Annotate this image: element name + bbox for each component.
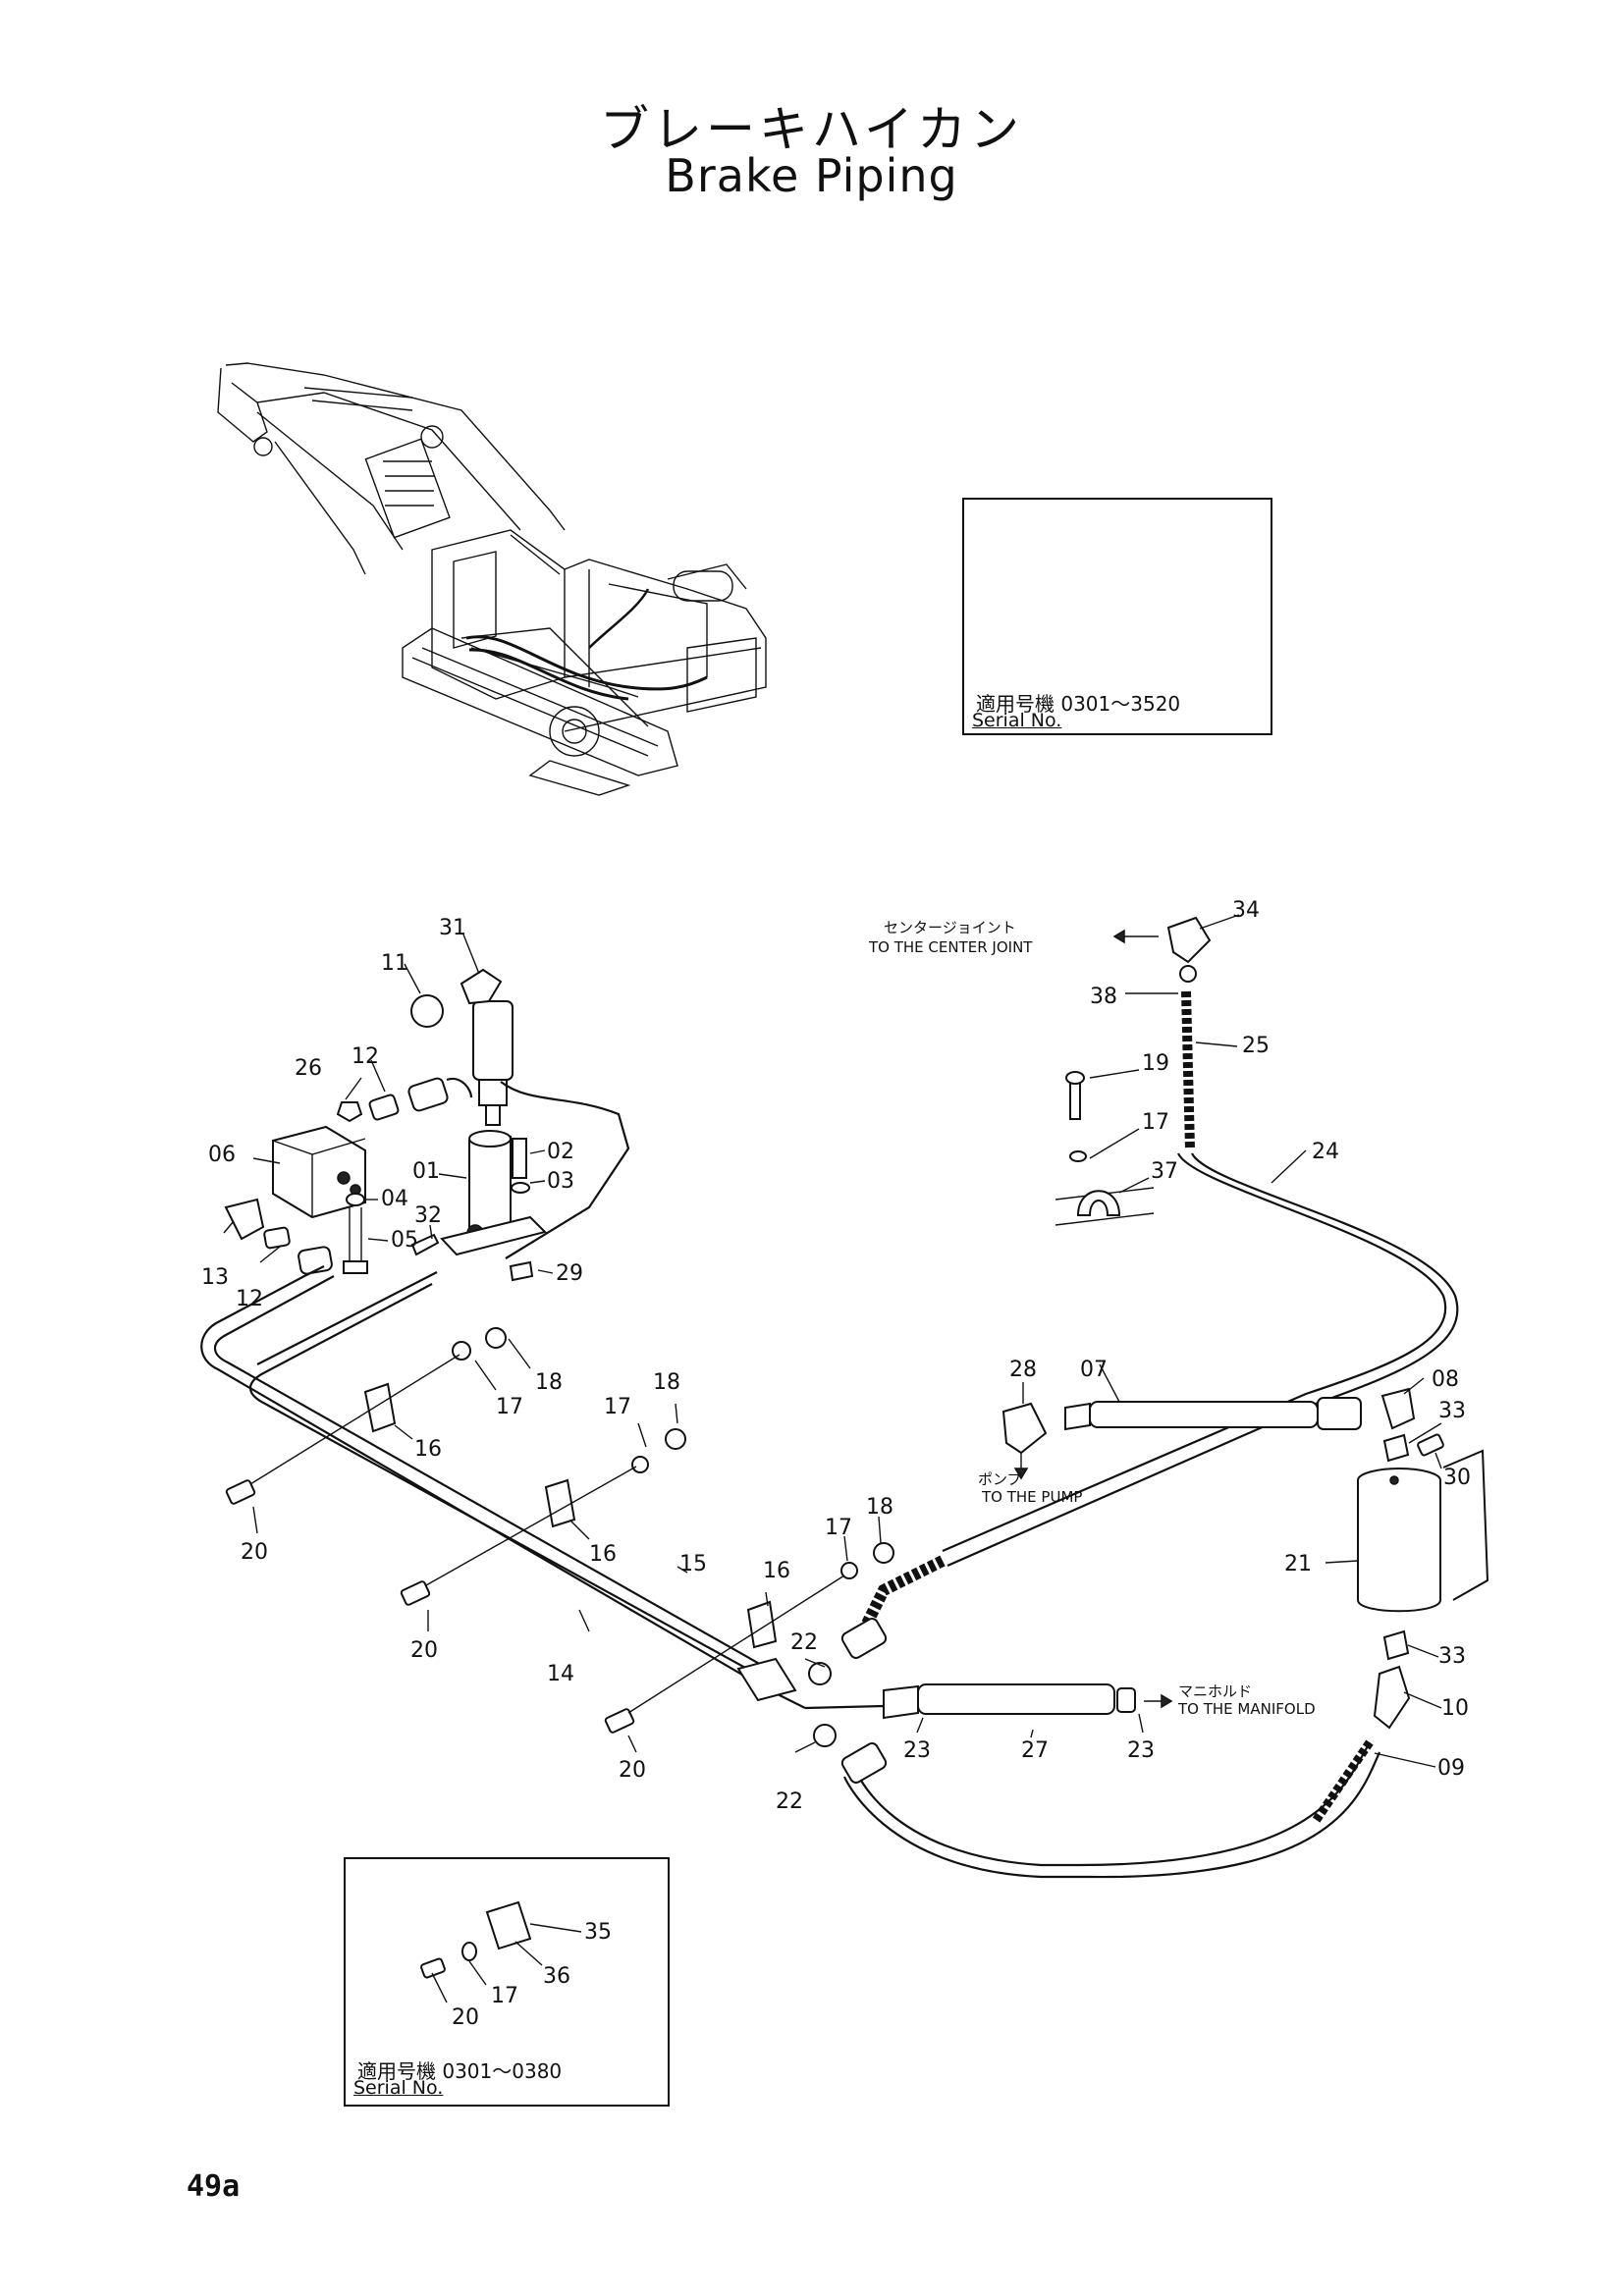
label-16-a: 16 (414, 1437, 442, 1462)
label-06: 06 (208, 1143, 236, 1167)
label-13: 13 (201, 1265, 229, 1290)
destination-notes: センタージョイント TO THE CENTER JOINT ポンプ TO THE… (868, 919, 1316, 1718)
inset-box-bottom: 適用号機 0301～0380 Serial No. (344, 1857, 670, 2107)
label-18-a: 18 (535, 1370, 563, 1395)
leader-lines (223, 914, 1442, 1768)
label-11: 11 (381, 951, 408, 976)
inset-bottom-label-35: 35 (584, 1920, 612, 1945)
label-09: 09 (1437, 1756, 1465, 1781)
label-28: 28 (1009, 1358, 1037, 1382)
manifold-en: TO THE MANIFOLD (1177, 1700, 1316, 1718)
label-21: 21 (1284, 1552, 1312, 1576)
label-17-c: 17 (825, 1516, 852, 1540)
label-33-top: 33 (1438, 1399, 1466, 1423)
label-31: 31 (439, 916, 466, 940)
inset-top-serial-label: Serial No. (972, 710, 1062, 731)
inset-box-top: 適用号機 0301～3520 Serial No. (962, 498, 1272, 735)
label-23-b: 23 (1127, 1738, 1155, 1763)
right-hoses (804, 916, 1489, 1879)
label-30: 30 (1443, 1466, 1471, 1490)
inset-bottom-serial-label: Serial No. (353, 2077, 444, 2099)
page-title-japanese: ブレーキハイカン (600, 101, 1023, 158)
inset-top-label-17: 17 (1142, 1110, 1169, 1135)
label-18-c: 18 (866, 1495, 893, 1520)
label-16-c: 16 (763, 1559, 790, 1583)
label-03: 03 (547, 1169, 574, 1194)
long-pipes (200, 1265, 806, 1709)
label-24: 24 (1312, 1140, 1339, 1164)
inset-bottom-drawing: 35 36 17 20 (420, 1900, 612, 2030)
label-38: 38 (1090, 985, 1117, 1009)
label-05: 05 (391, 1228, 418, 1253)
label-27: 27 (1021, 1738, 1049, 1763)
label-20-a: 20 (241, 1540, 268, 1565)
inset-bottom-label-20: 20 (452, 2005, 479, 2030)
inset-bottom-label-17: 17 (491, 1984, 518, 2008)
label-16-b: 16 (589, 1542, 617, 1567)
label-34: 34 (1232, 898, 1260, 923)
label-22-b: 22 (776, 1789, 803, 1814)
label-25: 25 (1242, 1034, 1270, 1058)
valve-assembly (224, 968, 630, 1282)
flow-arrows (1013, 929, 1173, 1709)
label-15: 15 (679, 1552, 707, 1576)
label-20-c: 20 (619, 1758, 646, 1783)
inset-top-serial-range: 適用号機 0301～3520 (976, 692, 1181, 716)
label-12-top: 12 (352, 1044, 379, 1069)
label-12-bottom: 12 (236, 1287, 263, 1311)
label-18-b: 18 (653, 1370, 680, 1395)
center-joint-jp: センタージョイント (884, 919, 1016, 936)
label-26: 26 (295, 1056, 322, 1081)
label-17-a: 17 (496, 1395, 523, 1419)
inset-top-drawing: 19 17 37 (1055, 1051, 1178, 1226)
excavator-illustration (217, 362, 767, 796)
inset-bottom-serial-range: 適用号機 0301～0380 (357, 2059, 563, 2083)
manifold-jp: マニホルド (1178, 1682, 1252, 1700)
pump-jp: ポンプ (978, 1470, 1022, 1488)
label-04: 04 (381, 1187, 408, 1211)
inset-top-label-37: 37 (1151, 1159, 1178, 1184)
label-33-bottom: 33 (1438, 1644, 1466, 1669)
label-02: 02 (547, 1140, 574, 1164)
label-23-a: 23 (903, 1738, 931, 1763)
clamps (225, 1327, 894, 1734)
part-labels: 31 11 26 12 06 01 02 03 04 05 32 13 12 2… (201, 898, 1471, 1814)
label-17-b: 17 (604, 1395, 631, 1419)
label-22-a: 22 (790, 1630, 818, 1655)
label-29: 29 (556, 1261, 583, 1286)
pump-en: TO THE PUMP (981, 1488, 1082, 1506)
center-joint-en: TO THE CENTER JOINT (868, 938, 1033, 956)
page-title-english: Brake Piping (665, 149, 958, 202)
label-20-b: 20 (410, 1638, 438, 1663)
label-01: 01 (412, 1159, 440, 1184)
label-32: 32 (414, 1203, 442, 1228)
label-10: 10 (1441, 1696, 1469, 1721)
label-08: 08 (1432, 1367, 1459, 1392)
inset-bottom-label-36: 36 (543, 1964, 570, 1989)
label-14: 14 (547, 1662, 574, 1686)
label-07: 07 (1080, 1358, 1108, 1382)
page-number: 49a (187, 2169, 241, 2204)
inset-top-label-19: 19 (1142, 1051, 1169, 1076)
